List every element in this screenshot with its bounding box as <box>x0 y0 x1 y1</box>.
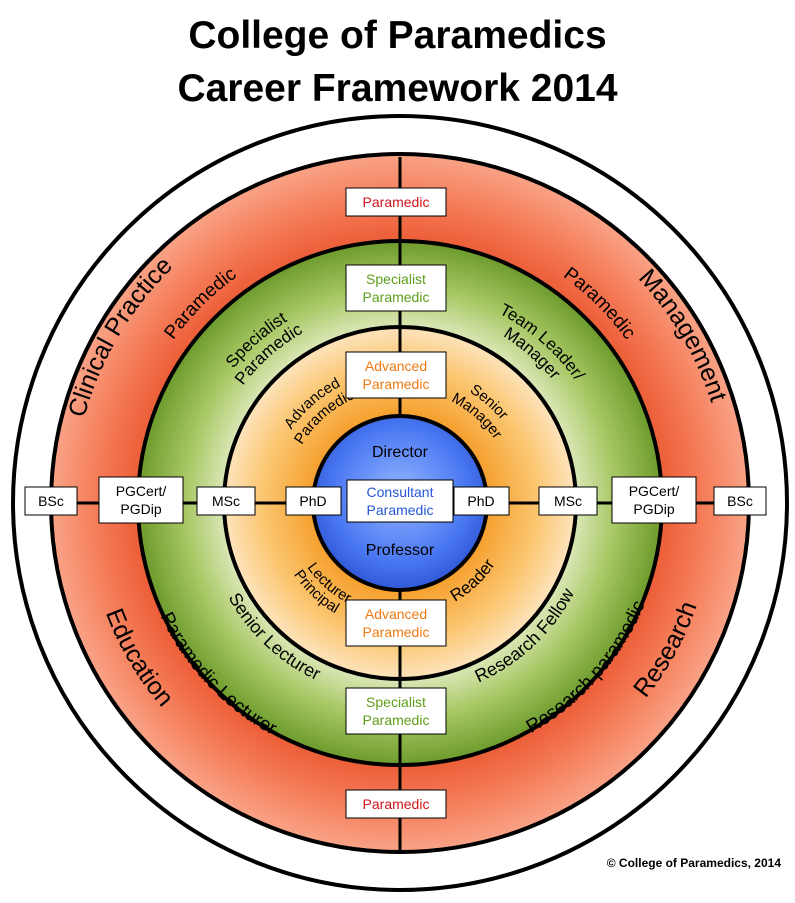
top-advanced-box <box>345 351 447 399</box>
left-pgcert-line2: PGDip <box>120 501 161 517</box>
bottom-advanced-line2: Paramedic <box>363 624 430 640</box>
right-phd-box <box>453 486 510 516</box>
copyright-notice: © College of Paramedics, 2014 <box>606 856 781 870</box>
top-paramedic-box <box>345 187 447 217</box>
right-pgcert-box <box>611 476 697 524</box>
left-bsc-label: BSc <box>38 493 64 509</box>
left-pgcert-box <box>98 476 184 524</box>
bottom-specialist-box <box>345 687 447 735</box>
bottom-advanced-box <box>345 599 447 647</box>
title-line-2: Career Framework 2014 <box>177 67 618 110</box>
bottom-paramedic-box <box>345 789 447 819</box>
right-msc-label: MSc <box>554 493 582 509</box>
title-line-1: College of Paramedics <box>188 14 607 57</box>
right-bsc-box <box>713 486 767 516</box>
consultant-paramedic-line2: Paramedic <box>367 502 434 518</box>
left-msc-box <box>196 486 256 516</box>
core-director-label: Director <box>372 444 429 461</box>
top-advanced-line2: Paramedic <box>363 376 430 392</box>
core-professor-label: Professor <box>366 542 435 559</box>
top-specialist-line2: Paramedic <box>363 289 430 305</box>
consultant-paramedic-line1: Consultant <box>367 484 434 500</box>
bottom-advanced-line1: Advanced <box>365 606 427 622</box>
right-bsc-label: BSc <box>727 493 753 509</box>
right-pgcert-line2: PGDip <box>633 501 674 517</box>
top-specialist-box <box>345 264 447 312</box>
top-paramedic-label: Paramedic <box>363 194 430 210</box>
bottom-specialist-line1: Specialist <box>366 694 426 710</box>
bottom-specialist-line2: Paramedic <box>363 712 430 728</box>
left-bsc-box <box>24 486 78 516</box>
bottom-paramedic-label: Paramedic <box>363 796 430 812</box>
top-advanced-line1: Advanced <box>365 358 427 374</box>
right-pgcert-line1: PGCert/ <box>629 483 680 499</box>
right-phd-label: PhD <box>467 493 494 509</box>
consultant-paramedic-box <box>346 479 454 523</box>
left-pgcert-line1: PGCert/ <box>116 483 167 499</box>
left-msc-label: MSc <box>212 493 240 509</box>
left-phd-box <box>285 486 342 516</box>
top-specialist-line1: Specialist <box>366 271 426 287</box>
right-msc-box <box>538 486 598 516</box>
left-phd-label: PhD <box>299 493 326 509</box>
